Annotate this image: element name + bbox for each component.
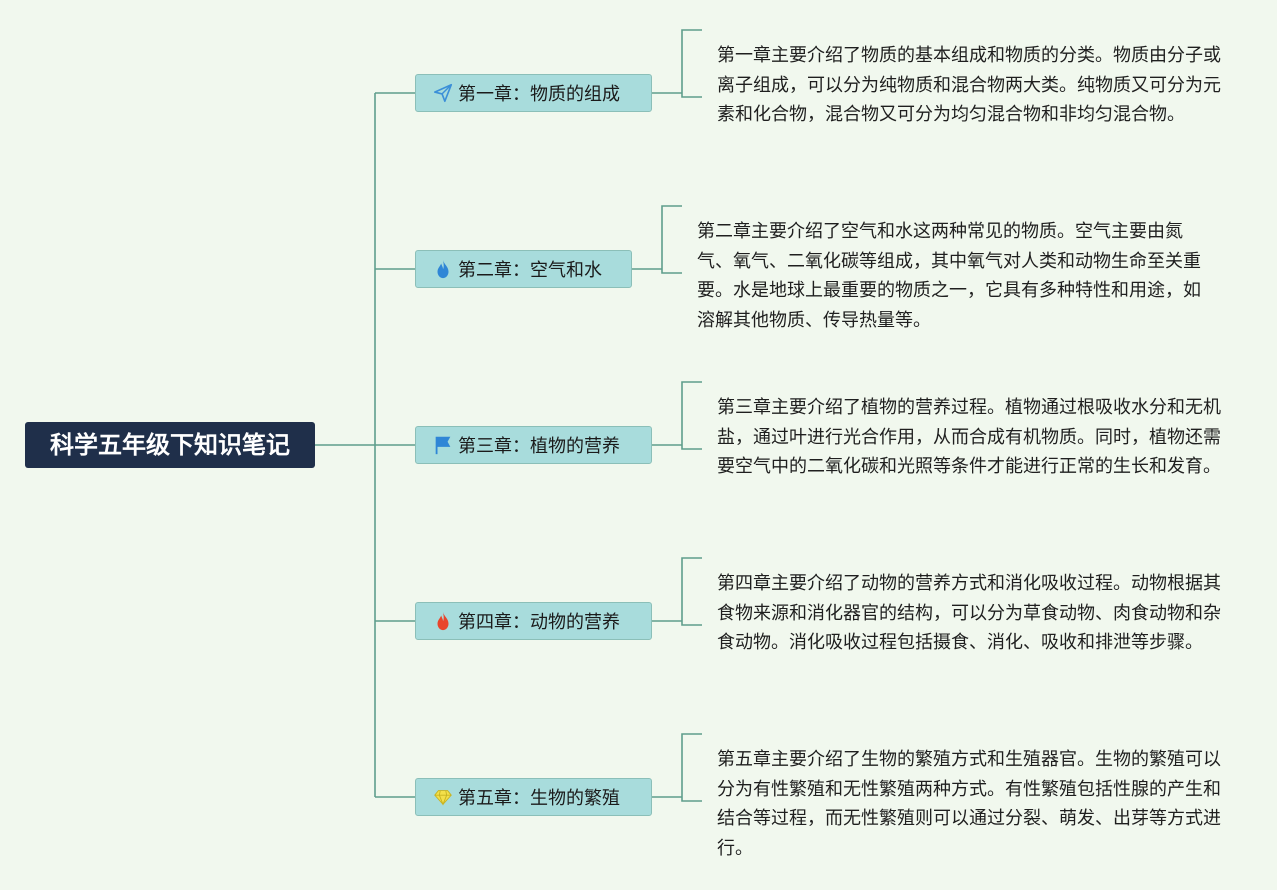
- paper-plane-icon: [432, 82, 454, 104]
- chapter-label: 第一章：物质的组成: [458, 84, 620, 105]
- root-topic[interactable]: 科学五年级下知识笔记: [25, 422, 315, 468]
- chapter-description-3: 第三章主要介绍了植物的营养过程。植物通过根吸收水分和无机盐，通过叶进行光合作用，…: [717, 397, 1221, 477]
- chapter-description-4: 第四章主要介绍了动物的营养方式和消化吸收过程。动物根据其食物来源和消化器官的结构…: [717, 573, 1221, 653]
- chapter-node-5[interactable]: 第五章：生物的繁殖: [415, 778, 652, 816]
- chapter-label: 第二章：空气和水: [458, 260, 602, 281]
- flame-blue-icon: [432, 258, 454, 280]
- chapter-description-2: 第二章主要介绍了空气和水这两种常见的物质。空气主要由氮气、氧气、二氧化碳等组成，…: [697, 221, 1201, 331]
- diamond-icon: [432, 786, 454, 808]
- flame-red-icon: [432, 610, 454, 632]
- chapter-label: 第四章：动物的营养: [458, 612, 620, 633]
- chapter-description-1: 第一章主要介绍了物质的基本组成和物质的分类。物质由分子或离子组成，可以分为纯物质…: [717, 45, 1221, 125]
- chapter-label: 第三章：植物的营养: [458, 436, 620, 457]
- flag-icon: [432, 434, 454, 456]
- chapter-description-5: 第五章主要介绍了生物的繁殖方式和生殖器官。生物的繁殖可以分为有性繁殖和无性繁殖两…: [717, 749, 1221, 859]
- chapter-label: 第五章：生物的繁殖: [458, 788, 620, 809]
- chapter-node-4[interactable]: 第四章：动物的营养: [415, 602, 652, 640]
- chapter-node-3[interactable]: 第三章：植物的营养: [415, 426, 652, 464]
- chapter-node-2[interactable]: 第二章：空气和水: [415, 250, 632, 288]
- chapter-node-1[interactable]: 第一章：物质的组成: [415, 74, 652, 112]
